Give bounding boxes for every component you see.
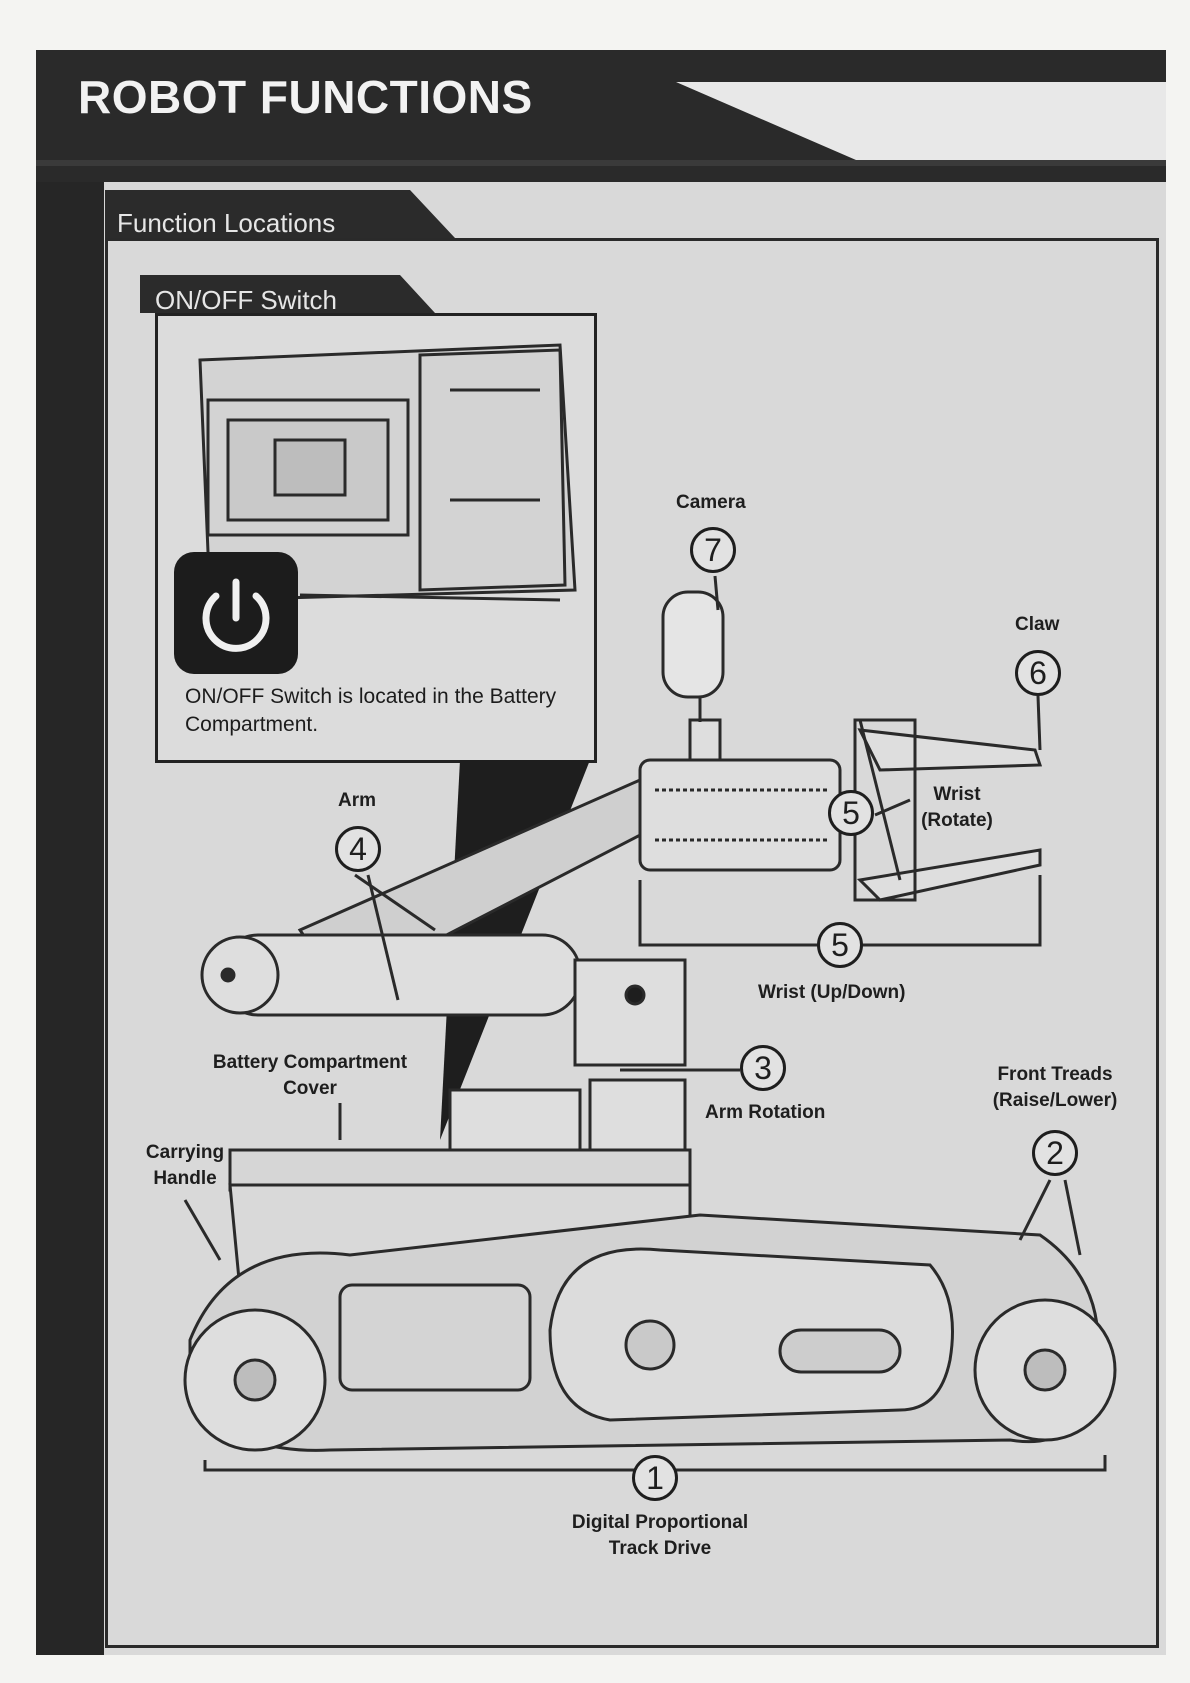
callout-5-updown: 5 xyxy=(817,922,863,968)
battery-cover-label-line2: Cover xyxy=(205,1076,415,1102)
camera-label: Camera xyxy=(676,490,746,516)
power-icon xyxy=(174,552,298,674)
callout-5-rotate: 5 xyxy=(828,790,874,836)
wrist-rotate-label: Wrist (Rotate) xyxy=(912,782,1002,834)
carrying-handle-label-line1: Carrying xyxy=(140,1140,230,1166)
callout-1: 1 xyxy=(632,1455,678,1501)
callout-7: 7 xyxy=(690,527,736,573)
callout-2: 2 xyxy=(1032,1130,1078,1176)
battery-cover-label-line1: Battery Compartment xyxy=(205,1050,415,1076)
callout-3: 3 xyxy=(740,1045,786,1091)
callout-6: 6 xyxy=(1015,650,1061,696)
wrist-updown-label: Wrist (Up/Down) xyxy=(758,980,905,1006)
front-treads-label-line2: (Raise/Lower) xyxy=(990,1088,1120,1114)
onoff-caption: ON/OFF Switch is located in the Battery … xyxy=(185,683,585,739)
arm-rotation-label: Arm Rotation xyxy=(705,1100,825,1126)
callout-4: 4 xyxy=(335,826,381,872)
front-treads-label-line1: Front Treads xyxy=(990,1062,1120,1088)
carrying-handle-label-line2: Handle xyxy=(140,1166,230,1192)
claw-label: Claw xyxy=(1015,612,1059,638)
wrist-rotate-label-line1: Wrist xyxy=(912,782,1002,808)
wrist-rotate-label-line2: (Rotate) xyxy=(912,808,1002,834)
battery-cover-label: Battery Compartment Cover xyxy=(205,1050,415,1102)
front-treads-label: Front Treads (Raise/Lower) xyxy=(990,1062,1120,1114)
track-drive-label-line2: Track Drive xyxy=(560,1536,760,1562)
track-drive-label-line1: Digital Proportional xyxy=(560,1510,760,1536)
arm-label: Arm xyxy=(338,788,376,814)
carrying-handle-label: Carrying Handle xyxy=(140,1140,230,1192)
track-drive-label: Digital Proportional Track Drive xyxy=(560,1510,760,1562)
